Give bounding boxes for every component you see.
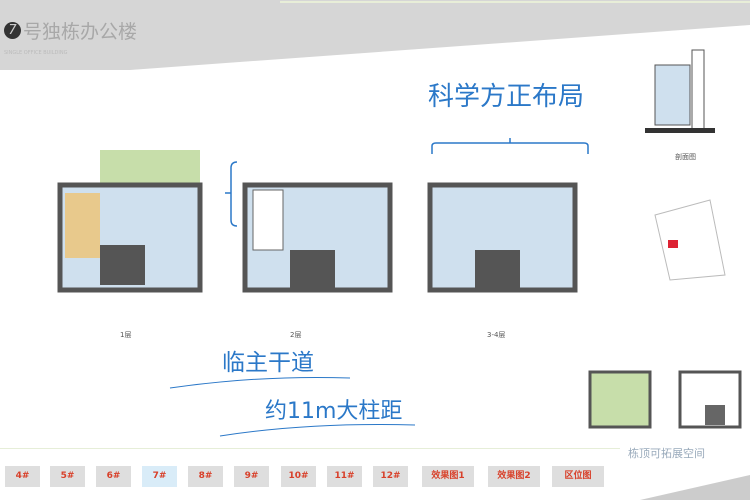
section-drawing [645,49,715,133]
floor-plan-3-4-label: 3-4层 [487,331,506,339]
layout-bracket [431,138,589,154]
tab-render-2[interactable]: 效果图2 [488,466,540,487]
floor-plan-1-label: 1层 [120,331,132,339]
tab-9[interactable]: 9# [234,466,269,487]
layout-annotation: 科学方正布局 [428,82,585,112]
column-annotation: 约11m大柱距 [265,399,403,424]
tab-4[interactable]: 4# [5,466,40,487]
tab-12[interactable]: 12# [373,466,408,487]
tab-render-1[interactable]: 效果图1 [422,466,474,487]
building-tabs: 4# 5# 6# 7# 8# 9# 10# 11# 12# 效果图1 效果图2 … [0,466,750,488]
tab-7[interactable]: 7# [142,466,177,487]
left-bracket [225,161,238,227]
site-map [654,199,726,281]
tab-10[interactable]: 10# [281,466,316,487]
tab-6[interactable]: 6# [96,466,131,487]
corner-decoration [640,475,750,500]
tab-11[interactable]: 11# [327,466,362,487]
subtitle: SINGLE OFFICE BUILDING [4,50,68,56]
roof-plans [588,370,742,429]
tab-5[interactable]: 5# [50,466,85,487]
floor-plan-1 [57,150,203,293]
tab-8[interactable]: 8# [188,466,223,487]
road-annotation: 临主干道 [222,350,314,376]
floor-plan-3-4 [427,182,578,293]
roof-caption: 栋顶可拓展空间 [628,447,705,460]
underline-strokes [169,376,416,437]
floor-plan-2-label: 2层 [290,331,302,339]
tab-location-map[interactable]: 区位图 [552,466,604,487]
section-label: 剖面图 [675,153,696,161]
floor-plan-2 [242,182,393,293]
building-number-badge: 7 [4,22,21,39]
title-text: 号独栋办公楼 [23,21,138,43]
